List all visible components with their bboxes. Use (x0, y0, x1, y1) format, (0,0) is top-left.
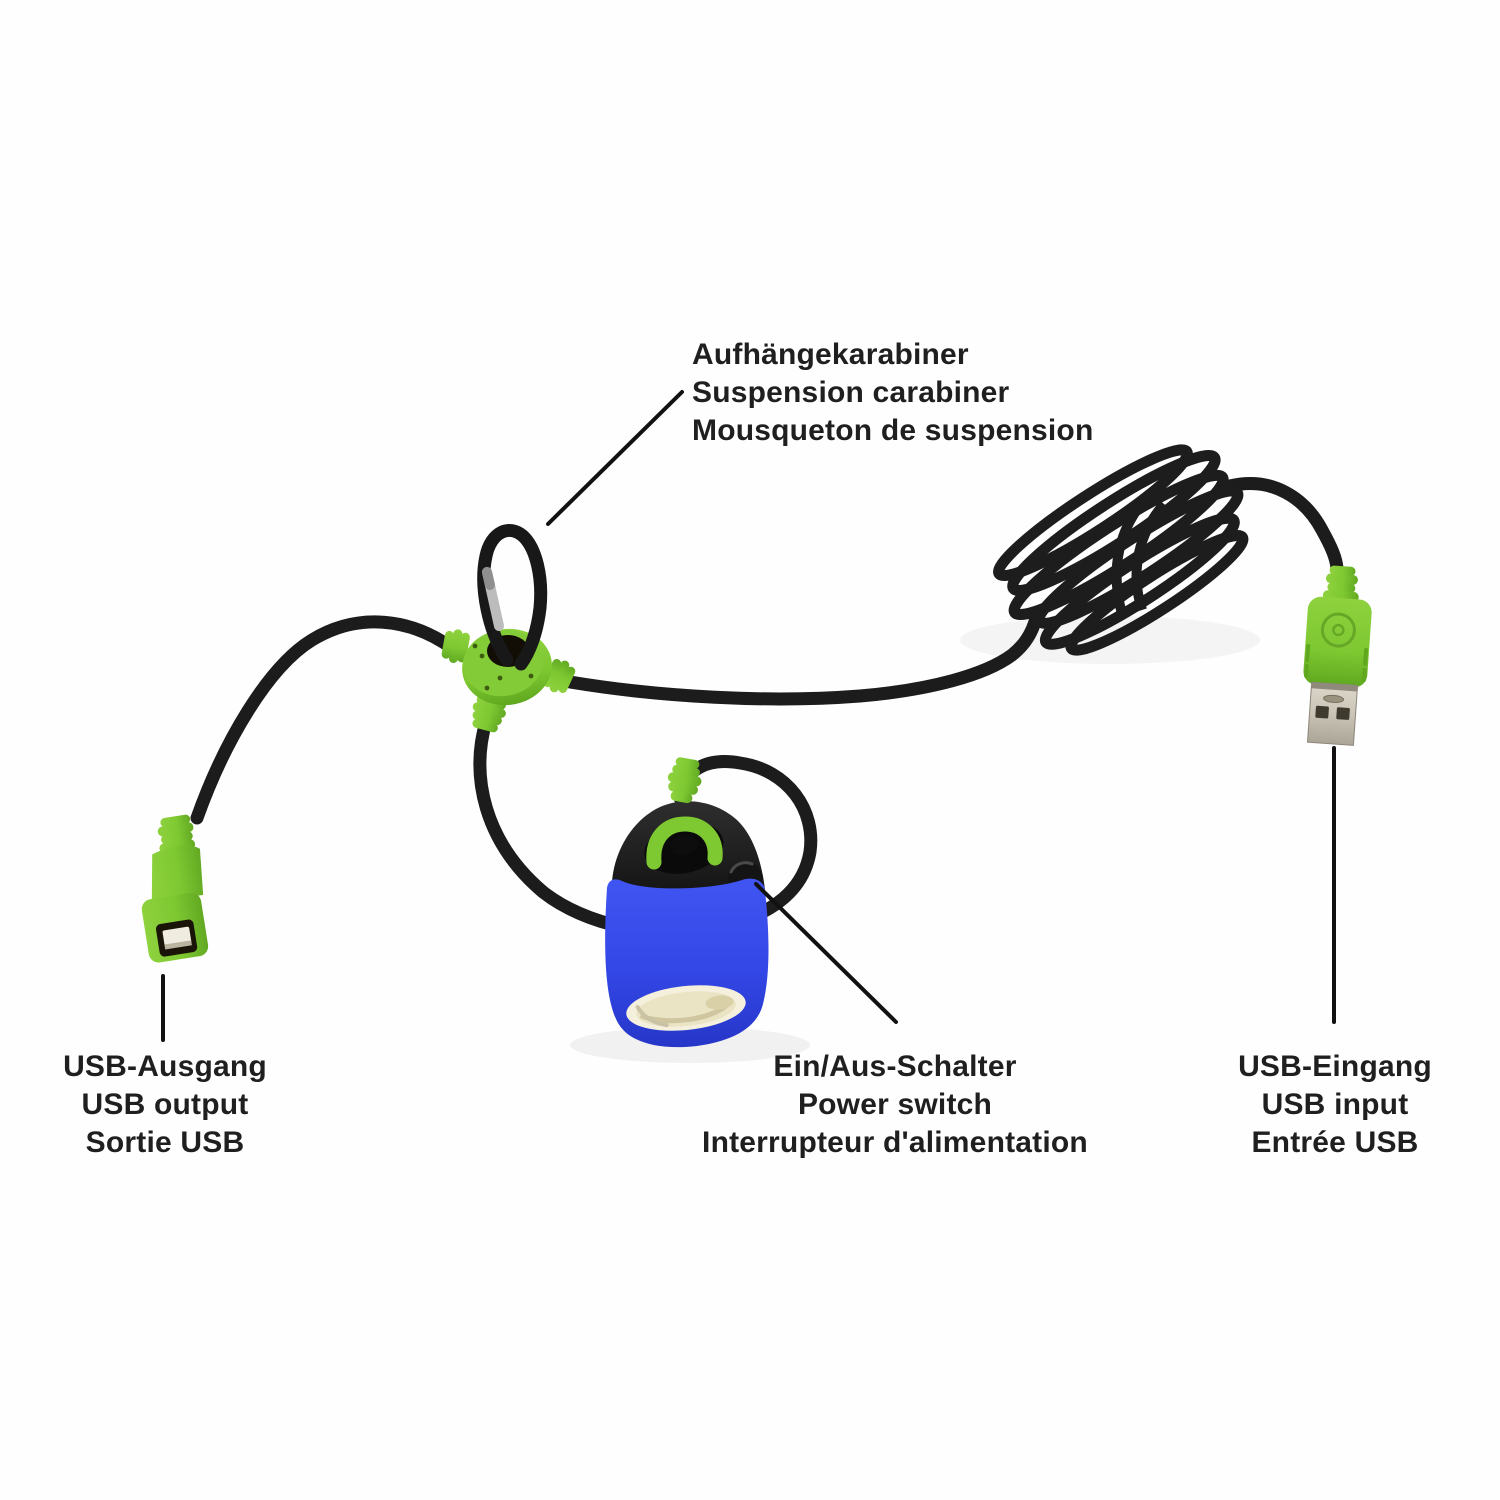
usb-output-label-de: USB-Ausgang (63, 1050, 267, 1083)
lamp-strain-relief (667, 757, 702, 804)
usb-input-label-de: USB-Eingang (1238, 1050, 1432, 1083)
carabiner-label-fr: Mousqueton de suspension (692, 414, 1094, 447)
usb-input-grip-ribs (1304, 643, 1369, 682)
usb-input-logo-center (1332, 623, 1345, 637)
carabiner-gate-edge (482, 567, 495, 590)
annotation-line-power-switch (754, 882, 898, 1024)
annotation-lines (161, 390, 1336, 1042)
usb-output-label: USB-Ausgang USB output Sortie USB (10, 1048, 320, 1162)
usb-input-connector (1303, 565, 1372, 746)
lamp-lens (626, 985, 746, 1031)
cable-coil (993, 444, 1249, 656)
usb-output-tongue-shadow (164, 940, 192, 950)
usb-input-label-fr: Entrée USB (1251, 1126, 1419, 1159)
usb-input-plug-hole (1336, 707, 1350, 720)
usb-output-body (151, 845, 204, 904)
lamp (605, 757, 769, 1048)
cable-to-coil (563, 611, 1043, 706)
power-switch-label: Ein/Aus-Schalter Power switch Interrupte… (645, 1048, 1145, 1162)
power-switch-label-fr: Interrupteur d'alimentation (702, 1126, 1088, 1159)
coil-tie-wrap (1111, 494, 1150, 616)
power-switch-label-de: Ein/Aus-Schalter (773, 1050, 1017, 1083)
usb-output-label-fr: Sortie USB (85, 1126, 245, 1159)
usb-input-logo (1320, 612, 1356, 648)
carabiner-label-en: Suspension carabiner (692, 376, 1010, 409)
carabiner-ring (477, 524, 548, 671)
usb-output-connector (141, 814, 209, 963)
suspension-carabiner (477, 524, 548, 671)
usb-input-plug-edge (1311, 682, 1358, 692)
usb-input-body (1303, 596, 1372, 688)
cable-to-usb-output (190, 615, 459, 825)
usb-input-label-en: USB input (1261, 1088, 1409, 1121)
usb-input-plug (1306, 681, 1359, 746)
carabiner-label: Aufhängekarabiner Suspension carabiner M… (692, 336, 1093, 450)
coil-tie-wrap (1131, 500, 1168, 612)
hub-dots (472, 643, 534, 691)
lamp-hole-center (670, 834, 698, 856)
usb-output-label-en: USB output (81, 1088, 249, 1121)
carabiner-label-de: Aufhängekarabiner (692, 338, 969, 371)
power-switch-highlight (729, 861, 754, 874)
lamp-hang-loop (646, 816, 723, 870)
usb-input-label: USB-Eingang USB input Entrée USB (1180, 1048, 1490, 1162)
power-switch-label-en: Power switch (797, 1088, 993, 1121)
usb-input-plug-slot (1323, 694, 1345, 703)
usb-input-plug-hole (1315, 705, 1329, 719)
cable-from-coil (1223, 477, 1344, 575)
annotation-line-carabiner (546, 390, 684, 526)
